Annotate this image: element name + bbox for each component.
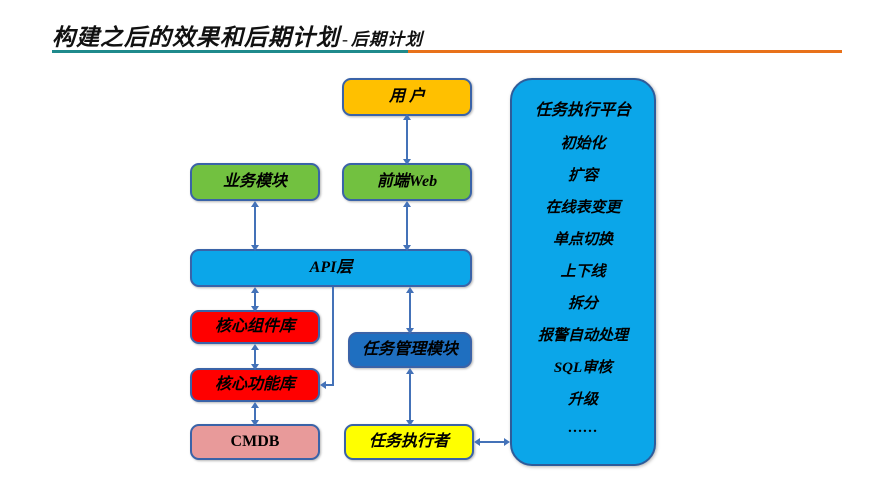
arrowhead-apilayer-taskmanagemodule-up — [406, 287, 414, 293]
connector-corefunctionlib-cmdb — [254, 406, 256, 422]
panel-item-split: 拆分 — [567, 296, 598, 312]
panel-item-alarm-auto-handling: 报警自动处理 — [537, 328, 628, 344]
connector-businessmodule-apilayer — [254, 205, 256, 247]
page-title-subtitle: 后期计划 — [351, 30, 423, 49]
panel-title: 任务执行平台 — [534, 102, 631, 119]
connector-apilayer-taskmanagemodule — [409, 291, 411, 330]
panel-item-single-point-switch: 单点切换 — [552, 232, 613, 248]
node-cmdb[interactable]: CMDB — [190, 424, 320, 460]
arrowhead-frontendweb-apilayer-down — [403, 245, 411, 251]
node-core-function-lib-label: 核心功能库 — [214, 376, 295, 394]
arrowhead-corecomponentlib-corefunctionlib-up — [251, 344, 259, 350]
node-core-component-lib-label: 核心组件库 — [214, 318, 295, 336]
arrowhead-apilayer-corecomponentlib-up — [251, 287, 259, 293]
node-core-component-lib[interactable]: 核心组件库 — [190, 310, 320, 344]
connector-apilayer-corefunctionlib-horizontal — [326, 384, 334, 386]
connector-apilayer-corefunctionlib-vertical — [332, 287, 334, 385]
connector-taskmanagemodule-taskexecutor — [409, 372, 411, 422]
arrowhead-corefunctionlib-cmdb-down — [251, 420, 259, 426]
arrowhead-apilayer-corefunctionlib-left — [320, 381, 326, 389]
node-frontend-web-label: 前端Web — [376, 173, 438, 191]
panel-item-init: 初始化 — [560, 136, 606, 152]
panel-item-scale-out: 扩容 — [567, 168, 598, 184]
arrowhead-frontendweb-apilayer-up — [403, 201, 411, 207]
connector-user-frontendweb — [406, 118, 408, 161]
arrowhead-businessmodule-apilayer-down — [251, 245, 259, 251]
arrowhead-apilayer-taskmanagemodule-down — [406, 328, 414, 334]
connector-apilayer-corecomponentlib — [254, 291, 256, 308]
title-underline-teal-segment — [52, 50, 408, 53]
arrowhead-user-frontendweb-up — [403, 114, 411, 120]
node-task-executor-label: 任务执行者 — [368, 433, 449, 451]
panel-item-online-offline: 上下线 — [560, 264, 606, 280]
connector-frontendweb-apilayer — [406, 205, 408, 247]
node-task-manage-module-label: 任务管理模块 — [361, 341, 458, 359]
node-task-executor[interactable]: 任务执行者 — [344, 424, 474, 460]
panel-item-ellipsis: …… — [568, 420, 598, 436]
arrowhead-corecomponentlib-corefunctionlib-down — [251, 364, 259, 370]
arrowhead-taskexecutor-execplatform-right — [504, 438, 510, 446]
arrowhead-corefunctionlib-cmdb-up — [251, 402, 259, 408]
node-business-module-label: 业务模块 — [222, 173, 287, 191]
node-api-layer[interactable]: API层 — [190, 249, 472, 287]
node-frontend-web[interactable]: 前端Web — [342, 163, 472, 201]
arrowhead-businessmodule-apilayer-up — [251, 201, 259, 207]
arrowhead-taskexecutor-execplatform-left — [474, 438, 480, 446]
panel-item-sql-review: SQL审核 — [553, 360, 613, 376]
arrowhead-apilayer-corecomponentlib-down — [251, 306, 259, 312]
arrowhead-taskmanagemodule-taskexecutor-up — [406, 368, 414, 374]
panel-item-upgrade: 升级 — [567, 392, 598, 408]
page-title-separator: - — [342, 29, 349, 49]
node-core-function-lib[interactable]: 核心功能库 — [190, 368, 320, 402]
arrowhead-user-frontendweb-down — [403, 159, 411, 165]
arrowhead-taskmanagemodule-taskexecutor-down — [406, 420, 414, 426]
slide-title-block: 构建之后的效果和后期计划-后期计划 — [52, 18, 842, 62]
page-title-main: 构建之后的效果和后期计划 — [52, 25, 340, 50]
node-user[interactable]: 用 户 — [342, 78, 472, 116]
title-underline — [52, 50, 842, 53]
connector-corecomponentlib-corefunctionlib — [254, 348, 256, 366]
node-task-manage-module[interactable]: 任务管理模块 — [348, 332, 472, 368]
panel-item-online-schema-change: 在线表变更 — [545, 200, 621, 216]
connector-taskexecutor-execplatform — [480, 441, 506, 443]
title-underline-orange-segment — [407, 50, 842, 53]
node-api-layer-label: API层 — [309, 259, 353, 277]
panel-task-execution-platform[interactable]: 任务执行平台 初始化 扩容 在线表变更 单点切换 上下线 拆分 报警自动处理 S… — [510, 78, 656, 466]
node-business-module[interactable]: 业务模块 — [190, 163, 320, 201]
page-title: 构建之后的效果和后期计划-后期计划 — [52, 18, 423, 52]
node-cmdb-label: CMDB — [230, 433, 280, 451]
node-user-label: 用 户 — [388, 88, 425, 106]
